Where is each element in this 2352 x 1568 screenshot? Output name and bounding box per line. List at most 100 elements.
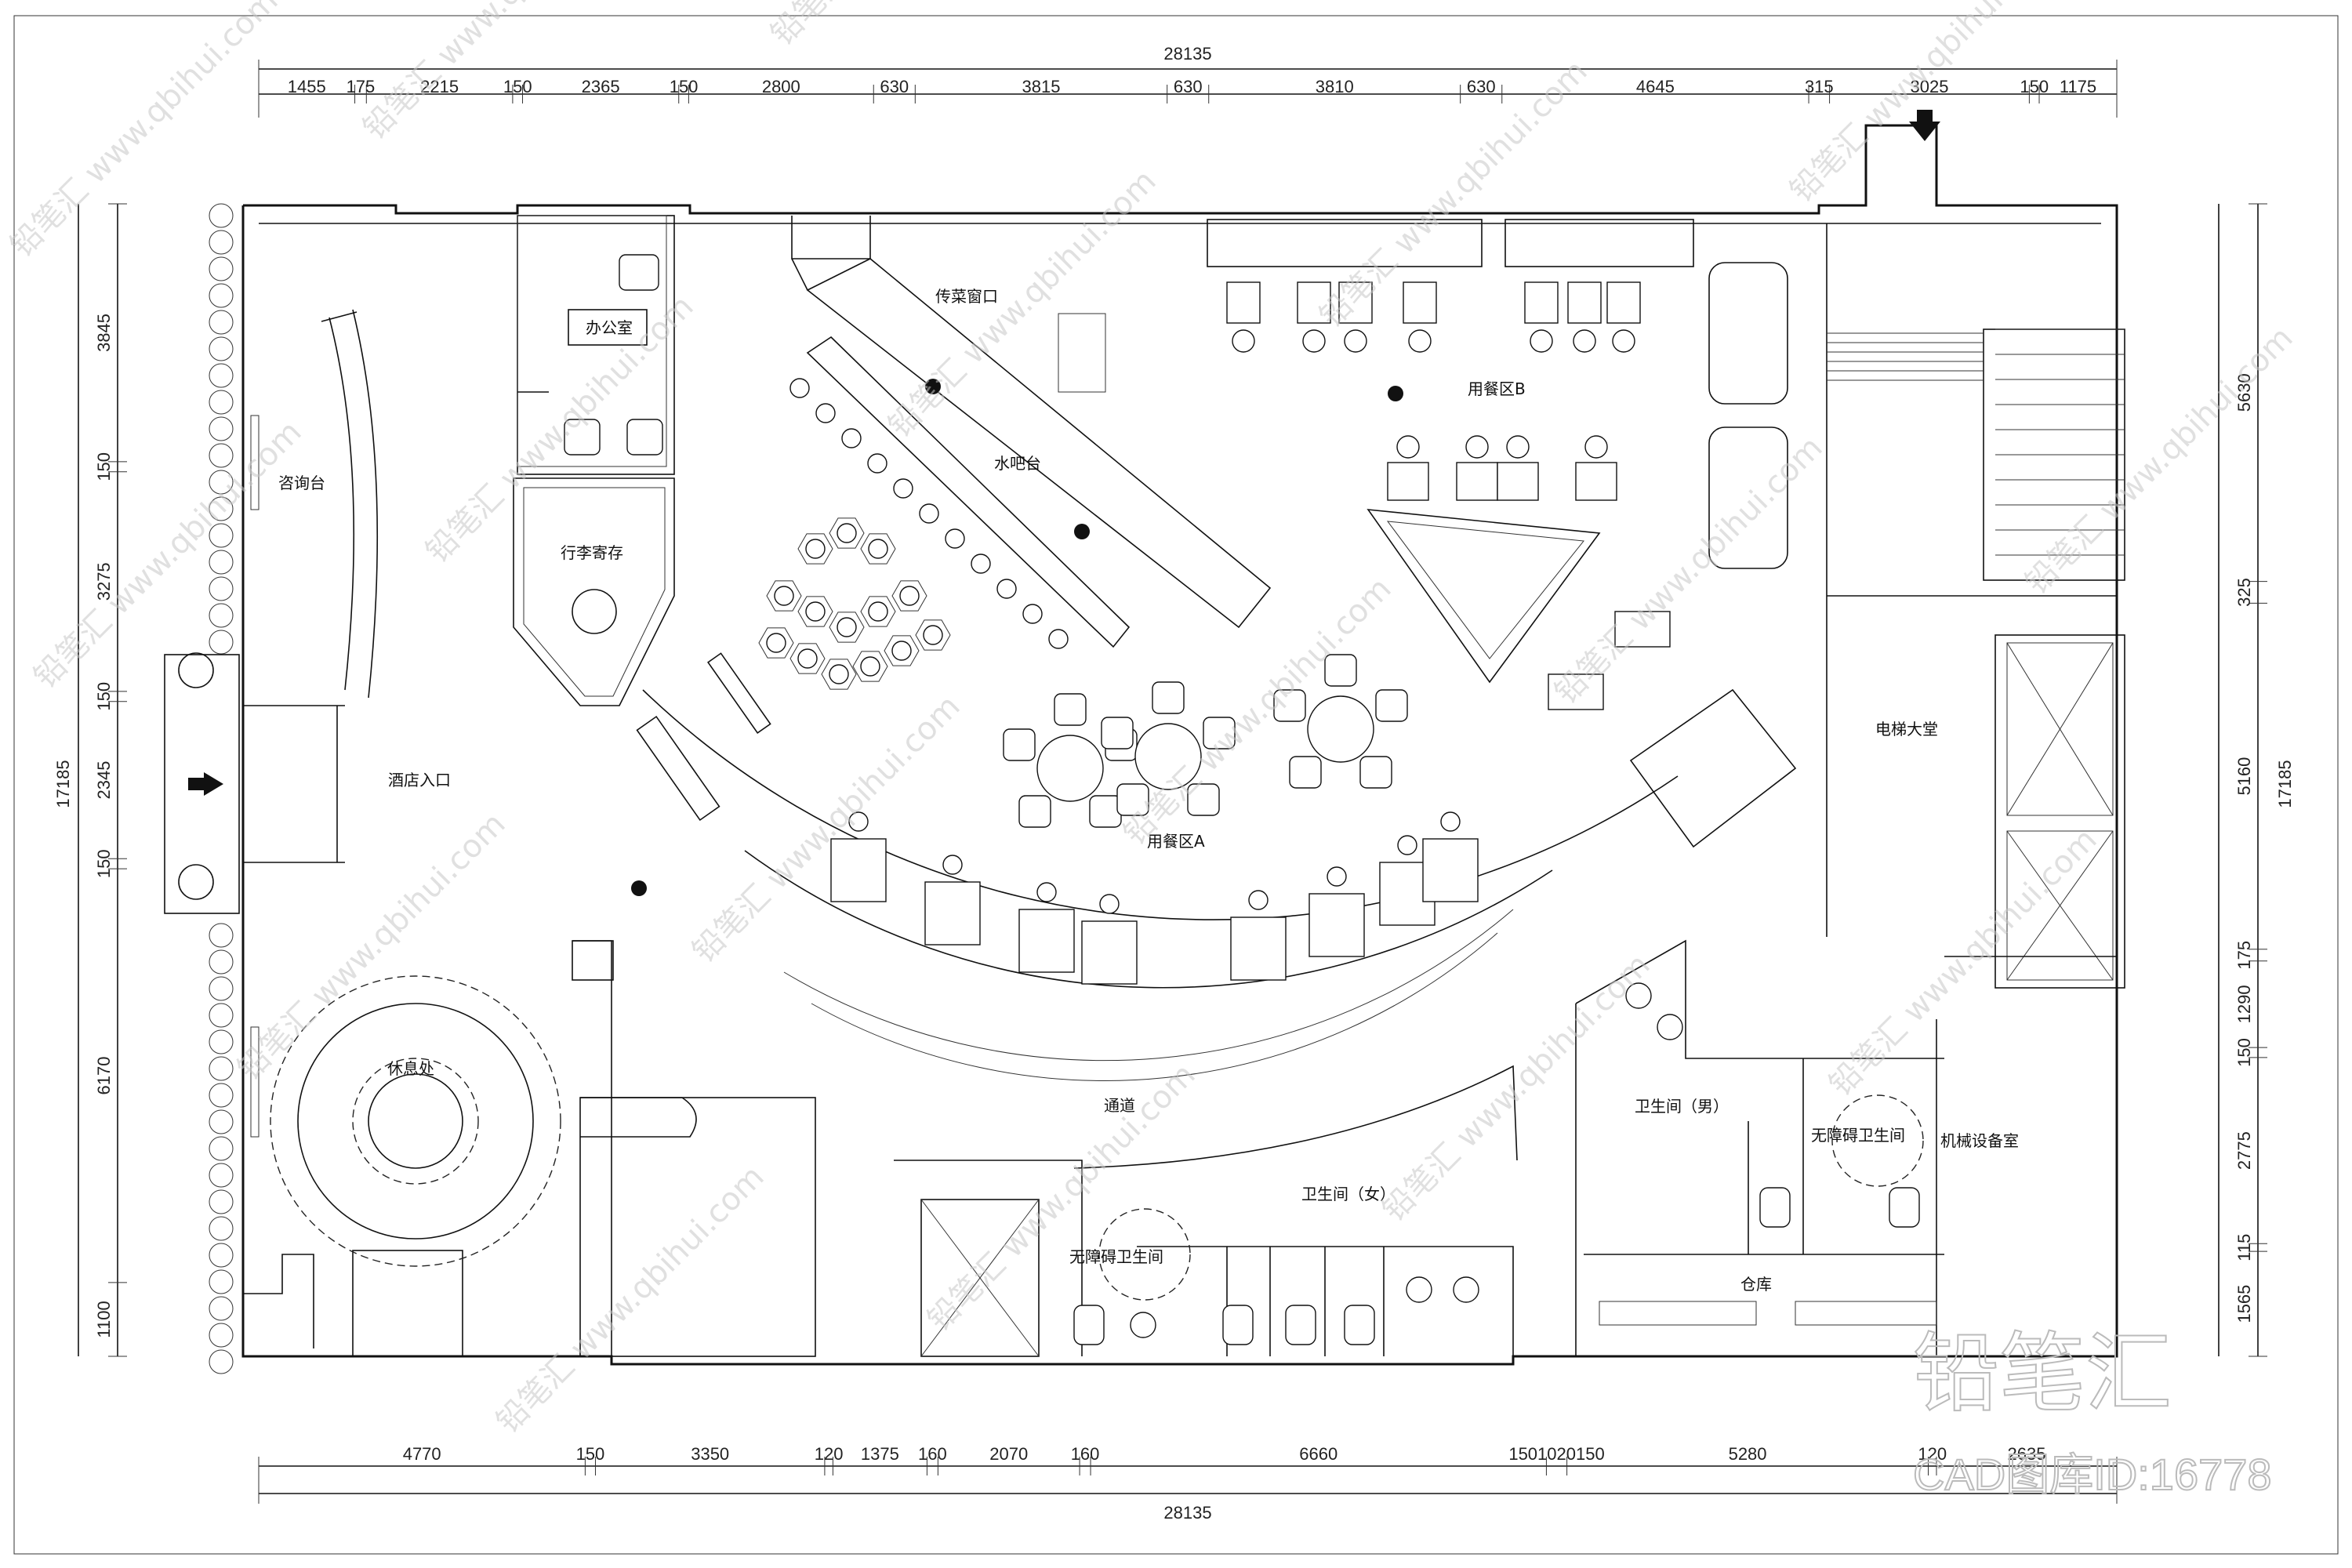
hex-table xyxy=(789,643,826,674)
label-machine-room: 机械设备室 xyxy=(1940,1131,2019,1150)
chair xyxy=(848,811,869,832)
shrub-icon xyxy=(209,1056,234,1081)
shrub-icon xyxy=(209,1163,234,1188)
chair xyxy=(1003,728,1036,761)
staircase-left xyxy=(579,1097,816,1357)
exterior-walls xyxy=(164,110,2118,1374)
drawing-frame xyxy=(13,15,2339,1555)
toilet-icon xyxy=(1073,1305,1105,1345)
label-corridor: 通道 xyxy=(1104,1096,1135,1115)
chair xyxy=(805,539,826,559)
booth-seat xyxy=(1308,893,1365,957)
hex-table xyxy=(821,659,857,690)
watermark-text: 铅笔汇 www.qbihui.com xyxy=(1823,822,2104,1103)
label-serving-window: 传菜窗口 xyxy=(935,287,998,306)
chair xyxy=(860,656,880,677)
chair xyxy=(1302,329,1326,353)
label-elevator-hall: 电梯大堂 xyxy=(1875,720,1938,739)
chair xyxy=(1397,835,1417,855)
shrub-icon xyxy=(209,1296,234,1321)
shrub-icon xyxy=(209,923,234,948)
dimension-label: 2215 xyxy=(420,77,459,96)
chair xyxy=(899,586,920,606)
shrub-icon xyxy=(209,336,234,361)
toilet-icon xyxy=(1285,1305,1316,1345)
dimension-label: 120 xyxy=(1918,1444,1947,1464)
sink-icon xyxy=(1406,1276,1432,1303)
chair xyxy=(1018,795,1051,828)
dimension-label: 315 xyxy=(1805,77,1834,96)
bar-stool xyxy=(789,378,810,398)
chair xyxy=(837,523,857,543)
chair xyxy=(1584,435,1608,459)
dim-left-total: 17185 xyxy=(53,760,73,808)
chair xyxy=(1375,689,1408,722)
dimension-label: 6170 xyxy=(94,1057,114,1095)
dimension-label: 115 xyxy=(2234,1234,2254,1261)
hex-table xyxy=(915,619,951,651)
shrub-icon xyxy=(209,1349,234,1374)
label-luggage: 行李寄存 xyxy=(561,543,623,562)
planter-feature xyxy=(1367,509,1601,684)
dimension-label: 3845 xyxy=(94,314,114,352)
dimension-label: 2800 xyxy=(762,77,800,96)
shrub-icon xyxy=(209,603,234,628)
shrub-icon xyxy=(209,256,234,281)
dining-table xyxy=(1575,462,1617,501)
dimension-label: 150 xyxy=(94,682,114,711)
chair xyxy=(1440,811,1461,832)
chair xyxy=(1152,681,1185,714)
top-entrance-arrow-icon xyxy=(1909,110,1940,141)
watermark-text: 铅笔汇 www.qbihui.com xyxy=(490,1159,771,1440)
label-lounge: 休息处 xyxy=(387,1059,434,1078)
chair xyxy=(1187,783,1220,816)
booth-chair xyxy=(1524,281,1559,324)
shrub-icon xyxy=(209,470,234,495)
dimension-label: 630 xyxy=(880,77,909,96)
shrub-icon xyxy=(209,550,234,575)
staircase-right xyxy=(1827,328,2125,556)
dimension-label: 1290 xyxy=(2234,985,2254,1023)
dimension-label: 6660 xyxy=(1299,1444,1338,1464)
hex-table xyxy=(884,635,920,666)
cad-id-watermark: CAD图库ID:16778 xyxy=(1913,1450,2272,1499)
watermark-text: 铅笔汇 www.qbihui.com xyxy=(357,0,638,147)
room-labels: 办公室 行李寄存 咨询台 酒店入口 休息处 传菜窗口 水吧台 用餐区A 用餐区B… xyxy=(278,287,2019,1294)
dimension-label: 1501020150 xyxy=(1508,1444,1604,1464)
label-accessible-wc-1: 无障碍卫生间 xyxy=(1069,1247,1163,1266)
shrub-icon xyxy=(209,1083,234,1108)
dimension-label: 1175 xyxy=(2060,77,2096,96)
chair xyxy=(1036,882,1057,902)
bar-stool xyxy=(867,453,887,474)
dimension-label: 150 xyxy=(94,849,114,878)
booth-seat xyxy=(830,838,887,902)
lounge-ring xyxy=(270,975,561,1267)
shrub-icon xyxy=(209,1189,234,1214)
dimension-label: 150 xyxy=(94,452,114,481)
label-accessible-wc-2: 无障碍卫生间 xyxy=(1811,1126,1905,1145)
hex-table xyxy=(797,533,833,564)
chair xyxy=(805,601,826,622)
dimension-label: 175 xyxy=(2234,941,2254,970)
chair xyxy=(1324,654,1357,687)
dining-table xyxy=(1456,462,1498,501)
dimension-label: 150 xyxy=(2234,1038,2254,1067)
shrub-icon xyxy=(209,363,234,388)
dimension-label: 175 xyxy=(347,77,376,96)
shrub-icon xyxy=(209,283,234,308)
label-dining-a: 用餐区A xyxy=(1147,832,1205,851)
furniture xyxy=(270,219,1924,1345)
chair xyxy=(1089,795,1122,828)
dimension-label: 1455 xyxy=(288,77,326,96)
dimension-label: 2070 xyxy=(989,1444,1028,1464)
dimension-label: 160 xyxy=(1071,1444,1100,1464)
bar-stool xyxy=(945,528,965,549)
person-icon xyxy=(1388,386,1403,401)
shrub-icon xyxy=(209,576,234,601)
dimension-label: 2345 xyxy=(94,761,114,800)
dimension-label: 3275 xyxy=(94,562,114,601)
